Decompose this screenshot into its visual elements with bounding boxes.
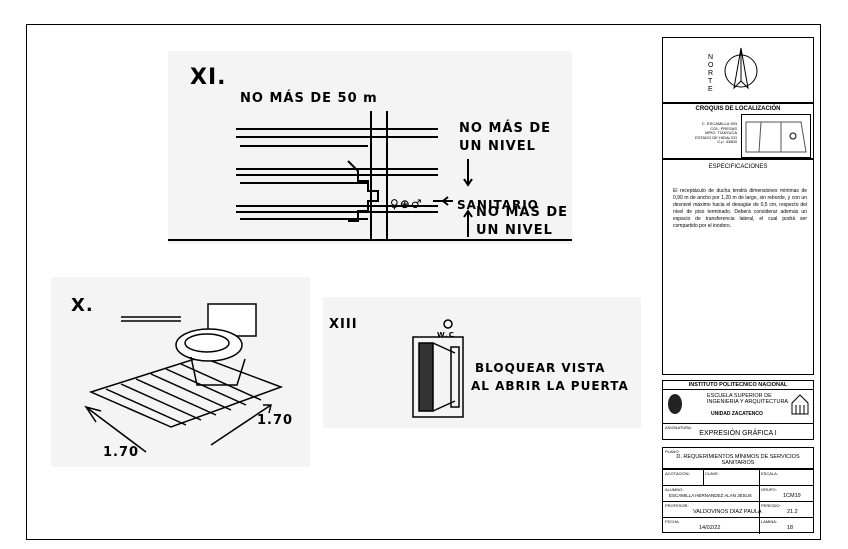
north-arrow-icon: [724, 47, 758, 90]
sketch-xi-note-bottom-1: NO MÁS DE: [476, 205, 569, 220]
sketch-xi: XI. NO MÁS DE 50 m NO MÁS DE UN NIVEL ♀⊕…: [168, 51, 572, 244]
north-letter: O: [708, 62, 714, 69]
address-line: MPIO. TIZAYUCA: [705, 130, 737, 135]
plano-line-1: D. REQUERIMIENTOS MÍNIMOS DE SERVICIOS: [676, 454, 800, 460]
sketch-xi-note-top: NO MÁS DE 50 m: [240, 91, 378, 106]
sketch-x-drawing: [84, 303, 284, 453]
row-alumno: ALUMNO: ESCAMILLA HERNANDEZ ALAN JESUS G…: [663, 486, 813, 502]
especificaciones-box: ESPECIFICACIONES El receptáculo de ducha…: [662, 159, 814, 375]
info-grid: ACOTACIÓN: CLAVE: ESCALA: ALUMNO: ESCAMI…: [662, 469, 814, 534]
north-box: N O R T E: [662, 37, 814, 103]
alumno-value: ESCAMILLA HERNANDEZ ALAN JESUS: [669, 493, 752, 498]
especificaciones-text: El receptáculo de ducha tendrá dimension…: [673, 188, 807, 229]
institution-box: INSTITUTO POLITECNICO NACIONAL ESCUELA S…: [662, 380, 814, 424]
periodo-label: PERIODO:: [761, 503, 781, 508]
address-line: COL. PRESAS: [710, 125, 737, 131]
sketch-x-dim-left: 1.70: [103, 445, 140, 460]
croquis-title: CROQUIS DE LOCALIZACIÓN: [695, 106, 781, 112]
address-line: C. ESCAMILLA S/N: [701, 121, 737, 126]
sketch-xiii-wc: W.C: [437, 331, 455, 339]
row-acotacion: ACOTACIÓN: CLAVE: ESCALA:: [663, 470, 813, 486]
school-name-1: ESCUELA SUPERIOR DE: [707, 393, 772, 399]
plano-box: PLANO: D. REQUERIMIENTOS MÍNIMOS DE SERV…: [662, 447, 814, 469]
north-letter: E: [708, 86, 713, 93]
croquis-address: C. ESCAMILLA S/N COL. PRESAS MPIO. TIZAY…: [665, 121, 737, 145]
sketch-x-dim-right: 1.70: [257, 413, 294, 428]
periodo-value: 21.2: [787, 509, 798, 515]
row-profesor: PROFESOR: VALDOVINOS DIAZ PAULA PERIODO:…: [663, 502, 813, 518]
ipn-logo: [668, 394, 682, 414]
lamina-value: 18: [787, 525, 794, 531]
north-letter: R: [708, 70, 714, 77]
profesor-value: VALDOVINOS DIAZ PAULA: [693, 509, 762, 515]
sketch-x: X. 1.70 1.70: [51, 277, 310, 467]
sketch-xiii: XIII W.C BLOQUEAR VISTA AL ABRIR LA PUER…: [323, 297, 641, 428]
escala-label: ESCALA:: [761, 471, 778, 476]
acotacion-label: ACOTACIÓN:: [665, 471, 690, 476]
sketch-xi-note-right-1: NO MÁS DE: [459, 121, 552, 136]
sketch-xi-note-bottom-2: UN NIVEL: [476, 223, 553, 238]
sketch-xiii-drawing: [412, 319, 464, 418]
fecha-label: FECHA:: [665, 519, 680, 524]
lamina-label: LAMINA:: [761, 519, 778, 524]
sketch-xi-note-right-2: UN NIVEL: [459, 139, 536, 154]
sketch-xi-drawing: [168, 111, 572, 241]
location-map: [741, 114, 811, 158]
grupo-value: 1CM19: [783, 493, 801, 499]
asignatura-label: ASIGNATURA:: [665, 425, 692, 430]
profesor-label: PROFESOR:: [665, 503, 689, 508]
sketch-xiii-note-2: AL ABRIR LA PUERTA: [471, 379, 629, 393]
address-line: C.p. 43800: [717, 139, 737, 144]
sketch-xi-glyphs: ♀⊕♂: [390, 197, 423, 211]
sketch-xi-note-mid: SANITARIO: [457, 198, 539, 212]
sketch-xi-label: XI.: [190, 65, 227, 90]
school-name-2: INGENIERIA Y ARQUITECTURA: [707, 399, 789, 405]
north-letter: N: [708, 54, 714, 61]
north-letters: N O R T E: [708, 54, 714, 94]
plano-line-2: SANITARIOS: [721, 460, 755, 466]
north-letter: T: [708, 78, 713, 85]
unidad: UNIDAD ZACATENCO: [711, 411, 763, 417]
sketch-xiii-note-1: BLOQUEAR VISTA: [475, 361, 606, 375]
ipn-title: INSTITUTO POLITECNICO NACIONAL: [663, 382, 813, 390]
address-line: ESTADO DE HIDALGO: [695, 134, 737, 140]
alumno-label: ALUMNO:: [665, 487, 684, 492]
especificaciones-title: ESPECIFICACIONES: [708, 164, 768, 170]
row-fecha: FECHA: 14/02/22 LAMINA: 18: [663, 518, 813, 534]
plano-label: PLANO:: [665, 449, 680, 454]
asignatura-box: ASIGNATURA: EXPRESIÓN GRÁFICA I: [662, 423, 814, 440]
asignatura-value: EXPRESIÓN GRÁFICA I: [699, 430, 777, 437]
drawing-sheet: XI. NO MÁS DE 50 m NO MÁS DE UN NIVEL ♀⊕…: [26, 24, 821, 540]
clave-label: CLAVE:: [705, 471, 719, 476]
esia-logo: [791, 394, 809, 415]
sketch-xiii-label: XIII: [329, 317, 358, 332]
croquis-box: CROQUIS DE LOCALIZACIÓN C. ESCAMILLA S/N…: [662, 103, 814, 159]
fecha-value: 14/02/22: [699, 525, 721, 531]
grupo-label: GRUPO:: [761, 487, 777, 492]
sketch-x-label: X.: [71, 295, 94, 316]
